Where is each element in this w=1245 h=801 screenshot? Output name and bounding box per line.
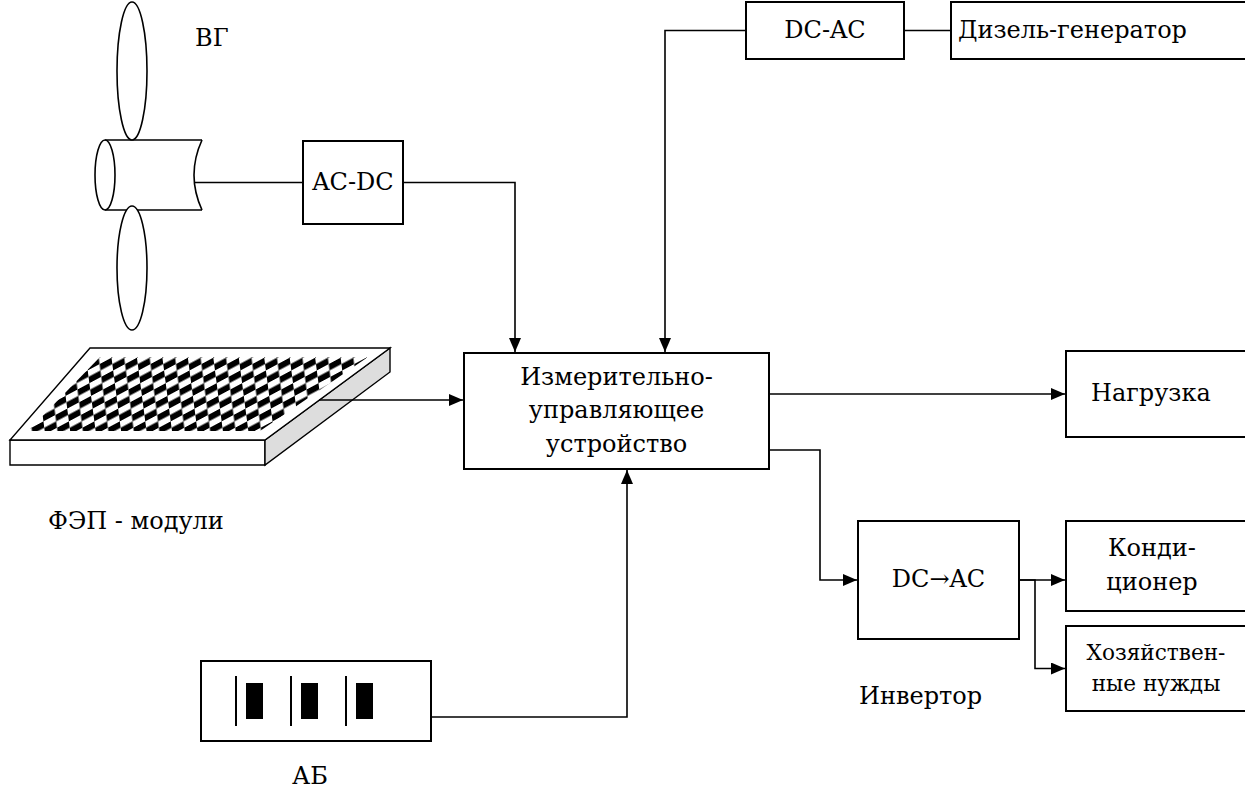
part-label: АБ <box>292 762 328 791</box>
connector-arrow <box>432 470 627 717</box>
blade <box>117 206 147 330</box>
box-text: Конди- ционер <box>1077 532 1227 599</box>
hub-end <box>194 140 202 210</box>
control-unit-box: Измерительно- управляющее устройство <box>463 352 770 470</box>
part-label: ВГ <box>195 24 229 53</box>
box-text: Нагрузка <box>1091 377 1211 411</box>
box-text: DC-AC <box>784 14 865 48</box>
connector-line <box>905 30 950 32</box>
pv-panel-drawing <box>8 345 400 467</box>
blade <box>117 2 147 140</box>
connector-line <box>194 182 302 184</box>
cell-plate <box>301 683 318 719</box>
pv-panel: ФЭП - модули <box>8 345 400 467</box>
cell-plate <box>235 676 237 726</box>
cell-plate <box>246 683 263 719</box>
converter-box: AC-DC <box>302 140 404 225</box>
panel-front <box>10 440 265 465</box>
box-text: Хозяйствен- ные нужды <box>1069 638 1243 698</box>
load-box: Нагрузка <box>1065 350 1245 438</box>
cell-plate <box>290 676 292 726</box>
connector-arrow <box>319 399 463 401</box>
box-text: DC→AC <box>892 563 985 597</box>
hub-outline <box>105 140 202 210</box>
box-text: AC-DC <box>312 166 393 200</box>
hub-front <box>95 140 115 210</box>
connector-arrow <box>770 450 857 580</box>
consumer-box: Конди- ционер <box>1065 520 1245 612</box>
panel-cells <box>28 357 368 431</box>
part-label: ФЭП - модули <box>48 507 224 536</box>
inverter-box: DC→ACИнвертор <box>857 520 1020 640</box>
cell-plate <box>345 676 347 726</box>
battery-drawing <box>200 660 432 742</box>
connector-arrow <box>770 393 1065 395</box>
connector-arrow <box>665 31 745 353</box>
box-text: Измерительно- управляющее устройство <box>492 361 742 462</box>
wind-generator: ВГ <box>90 0 212 335</box>
connector-arrow <box>404 183 515 353</box>
box-text: Дизель-генератор <box>958 14 1187 48</box>
battery-box: АБ <box>200 660 432 742</box>
part-label: Инвертор <box>859 682 982 711</box>
diesel-generator-box: Дизель-генератор <box>950 1 1245 60</box>
panel-top <box>10 348 390 440</box>
consumer-box: Хозяйствен- ные нужды <box>1065 625 1245 712</box>
cell-plate <box>356 683 373 719</box>
converter-box: DC-AC <box>745 1 905 60</box>
connector-arrow <box>1020 580 1065 669</box>
